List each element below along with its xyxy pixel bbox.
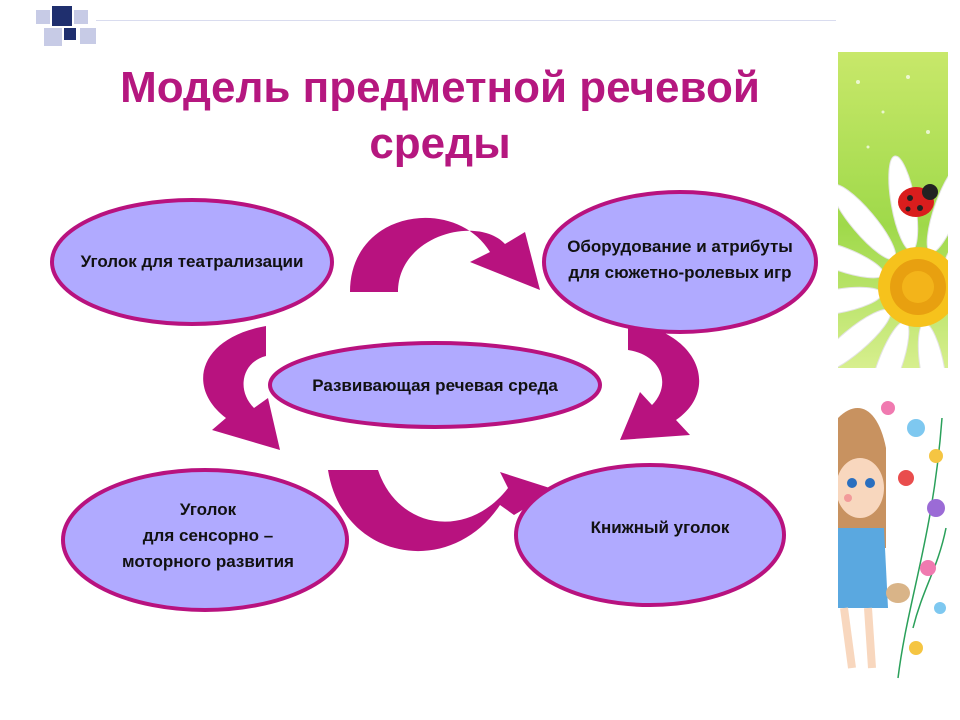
node-ellipse-top-right [542,190,818,334]
cartoon-girl-with-flowers-picture [838,378,948,684]
title-line: Модель предметной речевой [120,63,760,112]
node-label-top-left: Уголок для театрализации [81,252,304,271]
slide-title: Модель предметной речевой среды [60,60,820,172]
corner-square [80,28,96,44]
node-label-bottom-left: для сенсорно – [143,526,273,545]
ladybug-icon [898,184,938,217]
title-line: среды [369,119,511,168]
corner-square [64,28,76,40]
arrow-right [620,322,700,440]
node-label-center: Развивающая речевая среда [312,376,558,395]
node-ellipse-center [268,341,602,429]
node-ellipse-top-left [50,198,334,326]
node-label-bottom-right: Книжный уголок [591,518,730,537]
corner-square [74,10,88,24]
daisy-icon [838,75,948,368]
node-ellipse-bottom-right [514,463,786,607]
node-label-bottom-left: моторного развития [122,552,294,571]
arrow-bottom [328,470,556,552]
arrow-top [350,217,540,292]
daisy-with-ladybug-picture [838,52,948,368]
node-label-bottom-left: Уголок [180,500,237,519]
corner-decoration [0,0,836,60]
node-ellipse-bottom-left [61,468,349,612]
corner-square [52,6,72,26]
arrow-left [203,326,280,450]
cartoon-girl-icon [838,401,947,679]
header-line [96,20,836,21]
node-label-top-right: Оборудование и атрибуты [567,237,793,256]
corner-square [36,10,50,24]
corner-square [44,28,62,46]
node-label-top-right: для сюжетно-ролевых игр [568,263,791,282]
